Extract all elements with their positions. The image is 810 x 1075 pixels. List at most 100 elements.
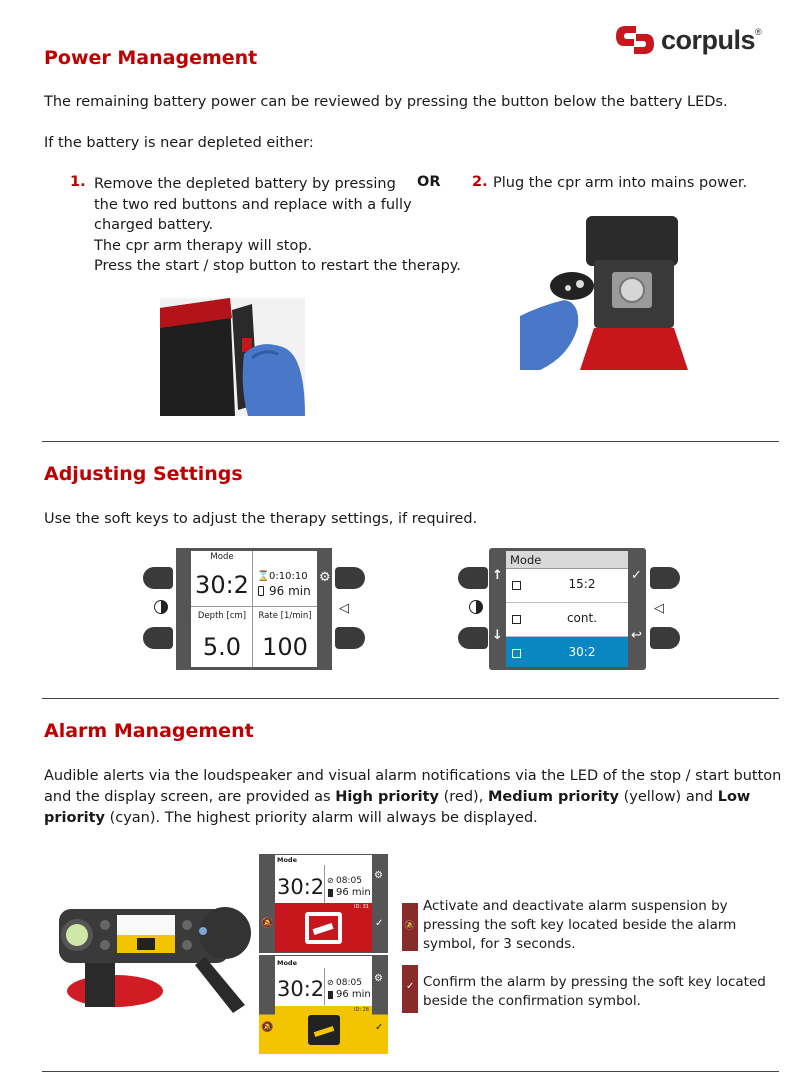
- device-top-photo: [55, 895, 251, 1015]
- settings-gear-icon: ⚙: [319, 570, 331, 585]
- volume-icon: ◁: [339, 601, 349, 616]
- mode-label: Mode: [277, 959, 297, 967]
- step1-line: The cpr arm therapy will stop.: [94, 237, 313, 254]
- mode-value: 30:2: [195, 571, 249, 599]
- contrast-icon: [469, 600, 483, 614]
- alarm-bar-red: ID: 31: [275, 903, 372, 952]
- softkey-right-bottom[interactable]: [335, 627, 365, 649]
- alarm-suspend-icon: 🔕: [261, 918, 274, 929]
- alarm-pictogram-icon: [305, 912, 342, 944]
- mode-value: 30:2: [277, 875, 325, 899]
- mode-option-selected[interactable]: 30:2: [506, 637, 628, 667]
- confirm-check-icon: ✓: [406, 981, 415, 992]
- alarm-heading: Alarm Management: [44, 720, 254, 742]
- settings-gear-icon: ⚙: [374, 973, 383, 984]
- divider: [42, 1071, 779, 1072]
- divider: [42, 698, 779, 699]
- confirm-text: Confirm the alarm by pressing the soft k…: [423, 974, 766, 1009]
- alarm-suspend-marker: 🔕: [402, 903, 418, 951]
- brand-registered-mark: ®: [755, 26, 762, 37]
- mode-value: 30:2: [277, 977, 325, 1001]
- step1-text: Remove the depleted battery by pressing …: [94, 174, 474, 277]
- mains-power-photo: [520, 216, 706, 370]
- clock-icon: ⊘: [327, 876, 334, 885]
- alarm-suspend-icon: 🔕: [261, 1022, 274, 1033]
- mode-selection-screen: Mode 15:2 cont. 30:2: [506, 551, 628, 667]
- alarm-id: ID: 28: [354, 1007, 369, 1013]
- step2-number: 2.: [472, 174, 488, 190]
- settings-intro: Use the soft keys to adjust the therapy …: [44, 511, 478, 527]
- hourglass-icon: ⌛: [257, 571, 270, 582]
- step1-number: 1.: [70, 174, 86, 190]
- brand-name: corpuls: [661, 24, 756, 55]
- alarm-bar-yellow: ID: 28: [275, 1006, 372, 1053]
- rate-label: Rate [1/min]: [258, 611, 312, 621]
- softkey-left-bottom[interactable]: [458, 627, 488, 649]
- divider: [42, 441, 779, 442]
- return-arrow-icon: ↩: [631, 628, 642, 643]
- alarm-intro: Audible alerts via the loudspeaker and v…: [44, 768, 782, 826]
- therapy-overview-device: ◁ Mode 30:2 ⌛ 0:10:10 96 min Depth [cm] …: [143, 548, 365, 670]
- high-priority-label: High priority: [335, 789, 440, 805]
- softkey-right-top[interactable]: [650, 567, 680, 589]
- depth-value: 5.0: [202, 633, 242, 661]
- mode-option-label: 30:2: [568, 645, 596, 659]
- battery-value: 96 min: [269, 584, 311, 598]
- battery-value: 96 min: [336, 887, 371, 898]
- confirm-check-icon: ✓: [375, 918, 384, 929]
- low-priority-label: Low priority: [44, 789, 751, 826]
- mode-selection-device: ◁ ↑ ↓ ✓ ↩ Mode 15:2 cont. 30:2: [458, 548, 680, 670]
- timer-value: 0:10:10: [269, 571, 308, 582]
- suspension-text: Activate and deactivate alarm suspension…: [423, 898, 737, 952]
- power-intro: The remaining battery power can be revie…: [44, 94, 728, 110]
- mode-option[interactable]: 15:2: [506, 569, 628, 603]
- rate-value: 100: [262, 633, 308, 661]
- mode-label: Mode: [277, 856, 297, 864]
- therapy-overview-screen: Mode 30:2 ⌛ 0:10:10 96 min Depth [cm] 5.…: [191, 551, 317, 667]
- confirm-check-icon: ✓: [631, 568, 642, 583]
- step1-line: Remove the depleted battery by pressing: [94, 176, 396, 192]
- step1-line: charged battery.: [94, 217, 214, 234]
- time-value: 08:05: [336, 876, 362, 886]
- softkey-right-top[interactable]: [335, 567, 365, 589]
- softkey-left-bottom[interactable]: [143, 627, 173, 649]
- mode-menu-title: Mode: [506, 551, 628, 569]
- battery-value: 96 min: [336, 989, 371, 1000]
- corpuls-logo: corpuls®: [612, 22, 784, 58]
- checkbox-icon: [512, 649, 521, 658]
- power-near-depleted: If the battery is near depleted either:: [44, 135, 314, 151]
- alarm-pictogram-icon: [308, 1015, 340, 1045]
- medium-priority-label: Medium priority: [487, 789, 619, 805]
- mode-option-label: cont.: [566, 611, 598, 625]
- settings-gear-icon: ⚙: [374, 870, 383, 881]
- step2-text: Plug the cpr arm into mains power.: [493, 175, 748, 191]
- time-value: 08:05: [336, 978, 362, 988]
- step1-line: Press the start / stop button to restart…: [94, 258, 461, 275]
- checkbox-icon: [512, 581, 521, 590]
- settings-heading: Adjusting Settings: [44, 463, 243, 485]
- battery-icon: [258, 586, 264, 596]
- battery-icon: [328, 889, 333, 897]
- corpuls-logo-mark-icon: [616, 26, 654, 54]
- checkbox-icon: [512, 615, 521, 624]
- battery-icon: [328, 991, 333, 999]
- confirm-marker: ✓: [402, 965, 418, 1013]
- step1-line: the two red buttons and replace with a f…: [94, 196, 412, 213]
- volume-icon: ◁: [654, 601, 664, 616]
- battery-replacement-photo: [160, 298, 305, 416]
- arrow-down-icon: ↓: [492, 628, 503, 643]
- alarm-id: ID: 31: [354, 904, 369, 910]
- mode-option[interactable]: cont.: [506, 603, 628, 637]
- alarm-screen-yellow-device: Mode 30:2 ⊘ 08:05 96 min ID: 28 🔕 ✓ ⚙: [259, 955, 388, 1054]
- or-label: OR: [417, 174, 441, 190]
- alarm-screen-red: Mode 30:2 ⊘ 08:05 96 min ID: 31: [275, 855, 372, 952]
- depth-label: Depth [cm]: [197, 611, 247, 621]
- arrow-up-icon: ↑: [492, 568, 503, 583]
- mode-option-label: 15:2: [568, 577, 596, 591]
- softkey-right-bottom[interactable]: [650, 627, 680, 649]
- softkey-left-top[interactable]: [143, 567, 173, 589]
- mode-label: Mode: [210, 552, 234, 562]
- alarm-screen-yellow: Mode 30:2 ⊘ 08:05 96 min ID: 28: [275, 956, 372, 1053]
- softkey-left-top[interactable]: [458, 567, 488, 589]
- contrast-icon: [154, 600, 168, 614]
